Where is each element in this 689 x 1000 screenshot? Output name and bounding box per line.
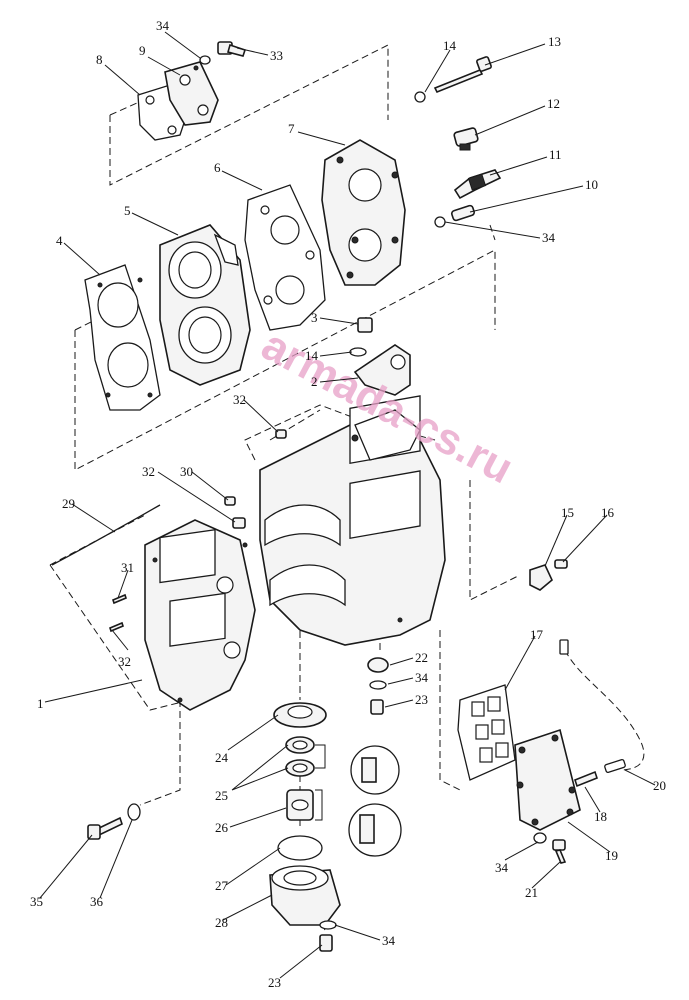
callout-34a: 34 <box>156 18 170 33</box>
callout-22: 22 <box>415 650 428 665</box>
callout-23b: 23 <box>268 975 281 990</box>
callout-labels: 34 9 8 33 14 13 7 12 11 10 34 6 5 4 3 14… <box>30 18 666 990</box>
exhaust-cover-gasket <box>457 684 516 781</box>
callout-29: 29 <box>62 496 75 511</box>
callout-1: 1 <box>37 696 44 711</box>
callout-34b: 34 <box>542 230 556 245</box>
crankcase <box>144 519 256 711</box>
callout-34e: 34 <box>495 860 509 875</box>
callout-19: 19 <box>605 848 618 863</box>
callout-36: 36 <box>90 894 104 909</box>
callout-27: 27 <box>215 878 229 893</box>
long-bolt <box>414 56 492 103</box>
callout-17: 17 <box>530 627 544 642</box>
callout-3: 3 <box>311 310 318 325</box>
exhaust-cover <box>514 728 581 831</box>
callout-9: 9 <box>139 43 146 58</box>
breather-hose <box>51 504 161 566</box>
callout-13: 13 <box>548 34 561 49</box>
o-ring <box>277 835 323 861</box>
callout-6: 6 <box>214 160 221 175</box>
leader-lines <box>39 31 656 979</box>
callout-8: 8 <box>96 52 103 67</box>
callout-23a: 23 <box>415 692 428 707</box>
callout-30: 30 <box>180 464 193 479</box>
callout-20: 20 <box>653 778 666 793</box>
callout-26: 26 <box>215 820 229 835</box>
callout-34d: 34 <box>382 933 396 948</box>
callout-5: 5 <box>124 203 131 218</box>
callout-7: 7 <box>288 121 295 136</box>
spacer-stack-a <box>367 657 389 715</box>
spacer-stack-b <box>319 920 337 952</box>
callout-24: 24 <box>215 750 229 765</box>
callout-34c: 34 <box>415 670 429 685</box>
studs <box>109 593 127 633</box>
callout-31: 31 <box>121 560 134 575</box>
callout-2: 2 <box>311 374 318 389</box>
callout-21: 21 <box>525 885 538 900</box>
cylinder-head <box>159 224 251 386</box>
bearing-housing <box>269 865 341 926</box>
callout-18: 18 <box>594 809 607 824</box>
callout-11: 11 <box>549 147 562 162</box>
callout-32b: 32 <box>142 464 155 479</box>
cylinder-head-cover <box>321 139 406 286</box>
callout-28: 28 <box>215 915 228 930</box>
cylinder-block <box>259 395 446 646</box>
hose-fitting <box>559 639 626 788</box>
mount-bolt <box>87 803 141 840</box>
callout-15: 15 <box>561 505 574 520</box>
seal-pair <box>285 736 400 795</box>
callout-32c: 32 <box>118 654 131 669</box>
callout-14a: 14 <box>443 38 457 53</box>
callout-32a: 32 <box>233 392 246 407</box>
cover-bolt-lower <box>533 832 567 864</box>
cylinder-head-gasket <box>84 264 161 411</box>
drain-plug <box>453 127 479 151</box>
callout-25: 25 <box>215 788 228 803</box>
head-bolt <box>434 204 476 228</box>
head-cover-gasket <box>244 184 326 331</box>
cover-bolt <box>199 41 247 65</box>
bearing <box>286 789 402 857</box>
callout-33: 33 <box>270 48 283 63</box>
small-bracket <box>529 559 568 591</box>
callout-16: 16 <box>601 505 615 520</box>
oil-seal <box>273 702 327 728</box>
callout-35: 35 <box>30 894 43 909</box>
callout-12: 12 <box>547 96 560 111</box>
spark-plug <box>453 169 502 200</box>
callout-10: 10 <box>585 177 598 192</box>
callout-14b: 14 <box>305 348 319 363</box>
callout-4: 4 <box>56 233 63 248</box>
locating-pins <box>224 429 287 529</box>
